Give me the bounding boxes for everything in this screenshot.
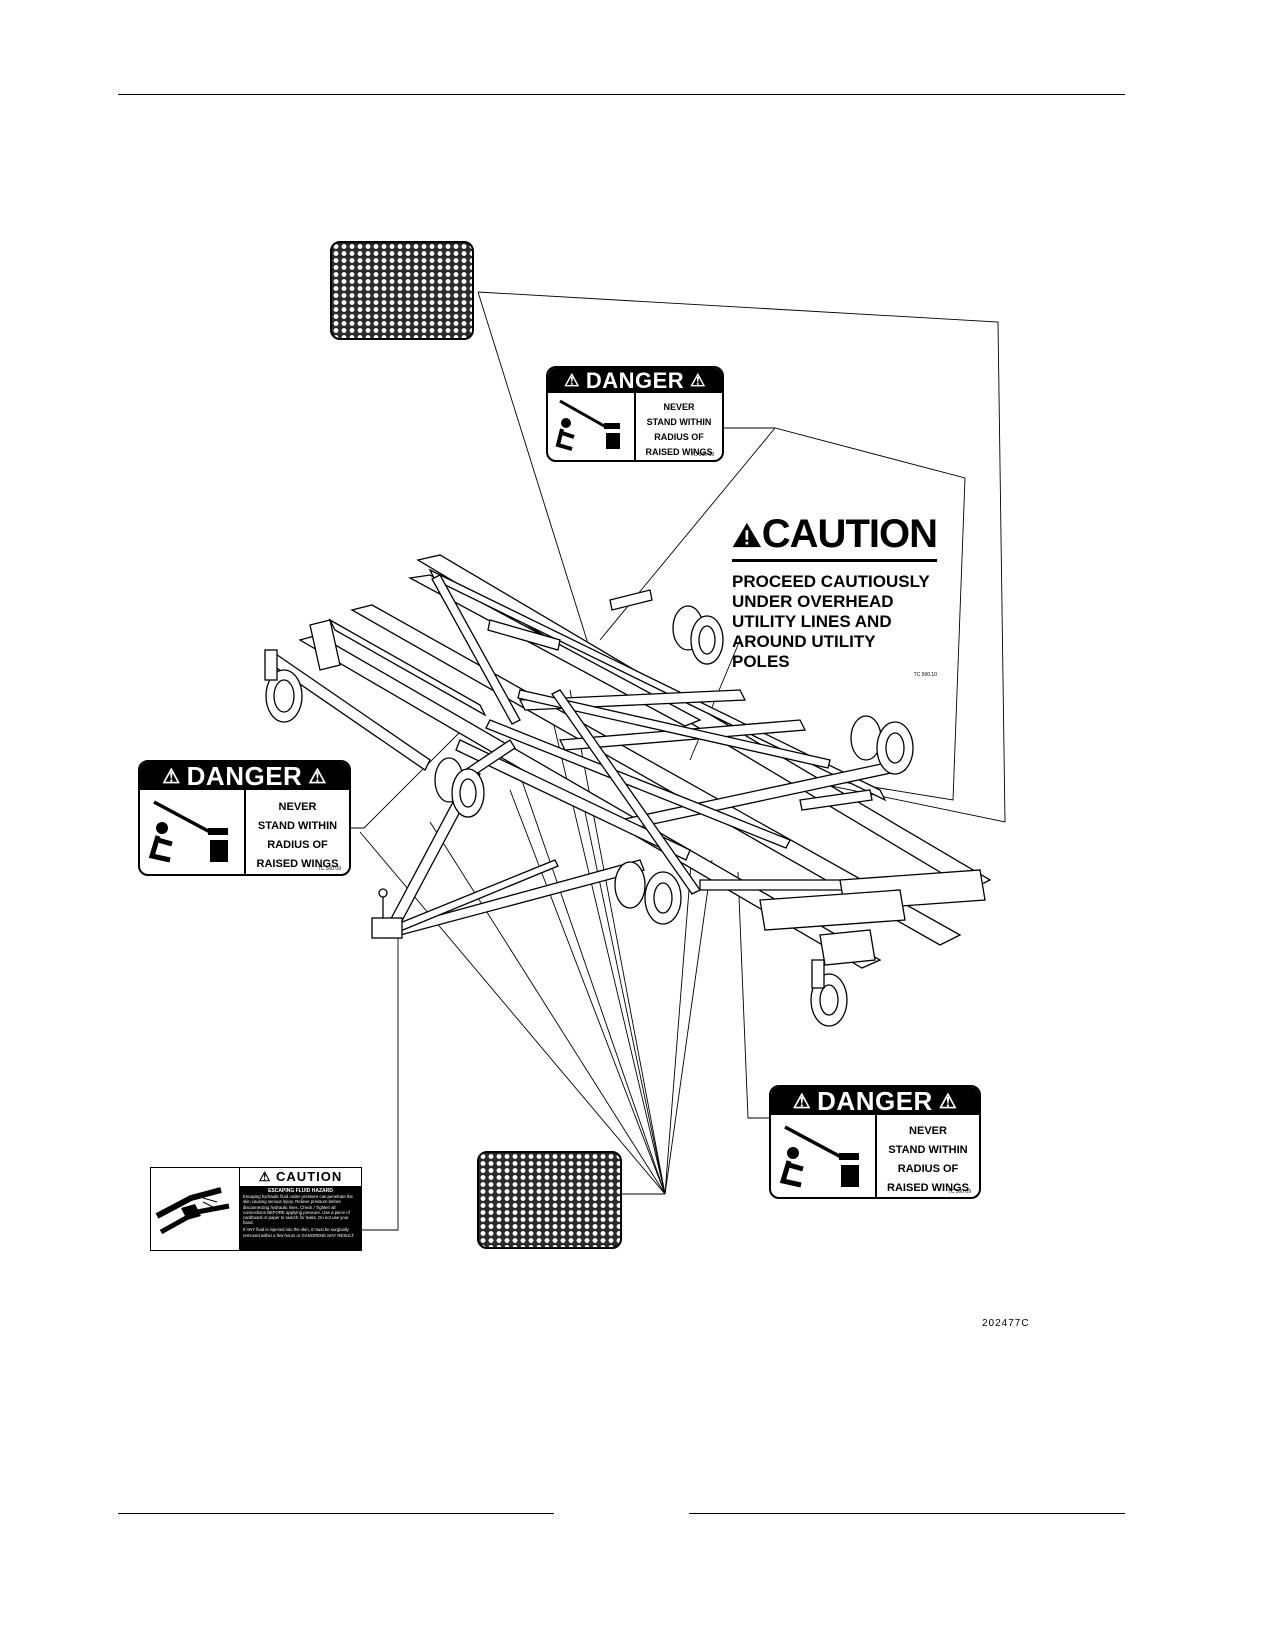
danger-header: DANGER	[585, 367, 685, 393]
warning-triangle-icon: ⚠	[792, 1090, 812, 1113]
reflector-decal-top	[330, 241, 474, 340]
hydraulic-hose-hand-icon	[151, 1168, 240, 1250]
falling-person-wing-icon	[548, 393, 636, 460]
danger-line-2: STAND WITHIN	[257, 819, 338, 832]
leader-danger-right	[737, 871, 770, 1119]
danger-line-2: STAND WITHIN	[888, 1143, 968, 1156]
wheel-center-front	[614, 861, 682, 925]
danger-code: TC 500 09	[690, 452, 714, 458]
warning-triangle-icon: ⚠	[162, 765, 181, 788]
implement-frame	[264, 554, 992, 969]
falling-person-wing-icon	[771, 1115, 877, 1197]
caution-triangle-icon	[732, 522, 762, 547]
warning-triangle-icon: ⚠	[258, 1169, 272, 1184]
danger-line-4: RAISED WINGS	[887, 1181, 969, 1194]
warning-triangle-icon: ⚠	[308, 765, 327, 788]
danger-line-3: RADIUS OF	[654, 431, 704, 442]
danger-line-4: RAISED WINGS	[256, 857, 339, 870]
leader-reflector-top	[477, 291, 1006, 823]
leader-danger-left	[350, 721, 471, 829]
caution-decal-utility-lines: CAUTION PROCEED CAUTIOUSLY UNDER OVERHEA…	[732, 512, 938, 678]
caution-small-header: CAUTION	[276, 1169, 343, 1184]
warning-triangle-icon: ⚠	[938, 1090, 958, 1113]
danger-line-1: NEVER	[278, 800, 317, 813]
danger-line-1: NEVER	[663, 401, 695, 412]
caution-large-header: CAUTION	[761, 512, 938, 556]
caution-decal-fluid-hazard: ⚠ CAUTION ESCAPING FLUID HAZARD Escaping…	[150, 1167, 362, 1251]
caution-large-line-2: UNDER OVERHEAD	[732, 592, 894, 611]
danger-decal-right: ⚠ DANGER ⚠ NEVER STAND WITHIN RADIUS OF …	[769, 1085, 981, 1199]
danger-code: TC 500 09	[317, 866, 341, 872]
caution-small-text: Escaping hydraulic fluid under pressure …	[243, 1194, 353, 1226]
wheel-right-middle	[850, 715, 914, 775]
leader-caution-small	[362, 938, 399, 1231]
danger-header: DANGER	[817, 1085, 933, 1116]
danger-line-1: NEVER	[909, 1124, 947, 1137]
caution-large-line-1: PROCEED CAUTIOUSLY	[732, 572, 930, 591]
footer-rule-right	[689, 1513, 1125, 1514]
figure-number: 202477C	[982, 1318, 1030, 1329]
wheels	[264, 605, 914, 1027]
warning-triangle-icon: ⚠	[690, 370, 706, 390]
caution-small-title: ESCAPING FLUID HAZARD	[268, 1188, 333, 1194]
danger-line-3: RADIUS OF	[267, 838, 328, 851]
wheel-left-outer	[264, 649, 303, 723]
caution-large-code: TC 500.10	[913, 672, 937, 678]
wheel-right-rear	[672, 605, 724, 665]
danger-header: DANGER	[186, 760, 303, 791]
header-rule	[118, 94, 1125, 95]
caution-large-line-3: UTILITY LINES AND	[732, 612, 892, 631]
danger-decal-top: ⚠ DANGER ⚠ NEVER STAND WITHIN RADIUS OF …	[546, 366, 724, 462]
danger-line-3: RADIUS OF	[897, 1162, 959, 1175]
warning-triangle-icon: ⚠	[564, 370, 580, 390]
wheel-left-inner	[434, 757, 485, 818]
caution-small-text-2: If ANY fluid is injected into the skin, …	[243, 1227, 355, 1238]
danger-decal-left: ⚠ DANGER ⚠ NEVER STAND WITHIN RADIUS OF …	[138, 760, 351, 876]
footer-rule-left	[118, 1513, 554, 1514]
danger-line-2: STAND WITHIN	[646, 416, 712, 427]
wheel-right-outer	[810, 959, 848, 1027]
caution-large-line-4: AROUND UTILITY POLES	[732, 632, 876, 671]
reflector-decal-bottom	[477, 1151, 622, 1249]
leader-danger-top	[724, 427, 966, 801]
danger-code: TC 500 09	[947, 1189, 971, 1195]
falling-person-wing-icon	[140, 790, 246, 874]
danger-line-4: RAISED WINGS	[645, 446, 713, 457]
leader-reflector-top-2	[477, 291, 591, 651]
